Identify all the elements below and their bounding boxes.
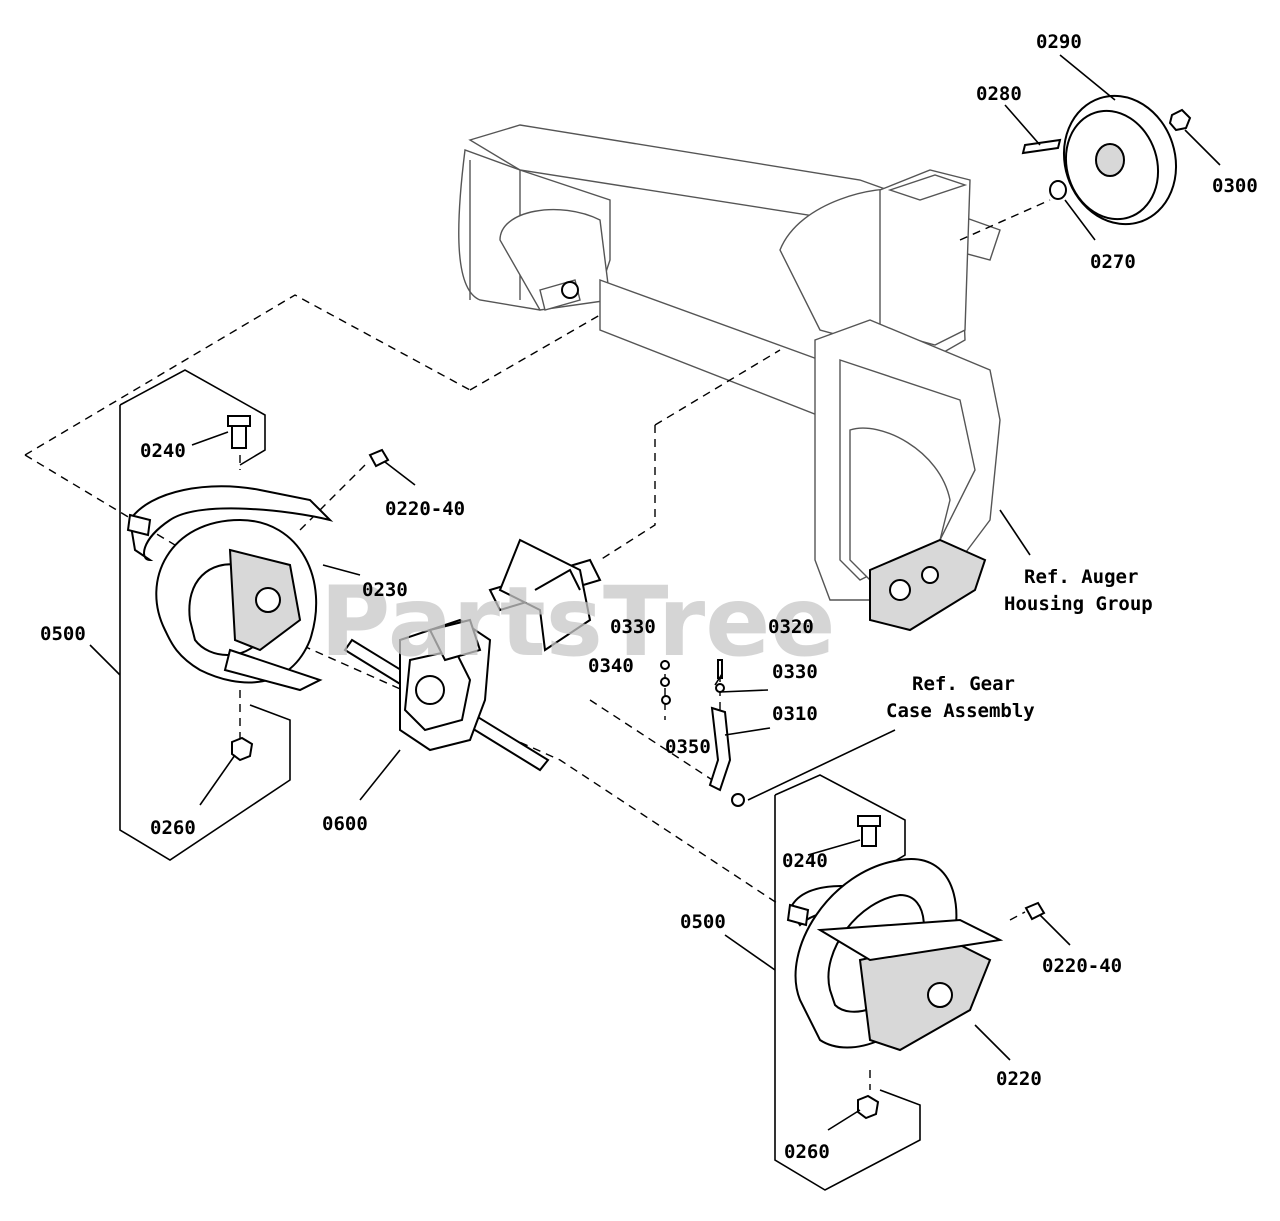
label-0600: 0600: [322, 813, 368, 835]
label-0320: 0320: [768, 616, 814, 638]
leader-lines: [89, 54, 1221, 1131]
ref-gear-case-line1: Ref. Gear: [912, 673, 1015, 695]
label-0330-right: 0330: [772, 661, 818, 683]
label-0500-left: 0500: [40, 623, 86, 645]
right-auger: [786, 858, 1004, 1052]
label-0230: 0230: [362, 579, 408, 601]
ref-auger-housing-line2: Housing Group: [1004, 593, 1153, 615]
small-hardware: [660, 659, 745, 807]
fitting-0220-40-left: [368, 448, 390, 468]
nut-0260-right: [857, 1094, 880, 1120]
label-0240-right: 0240: [782, 850, 828, 872]
label-0220-40-left: 0220-40: [385, 498, 465, 520]
label-0500-right: 0500: [680, 911, 726, 933]
watermark: PartsTree: [320, 566, 835, 678]
label-0260-right: 0260: [784, 1141, 830, 1163]
ref-gear-case-line2: Case Assembly: [886, 700, 1035, 722]
label-0240-left: 0240: [140, 440, 186, 462]
label-0270: 0270: [1090, 251, 1136, 273]
ref-auger-housing-line1: Ref. Auger: [1024, 566, 1138, 588]
left-auger-frame: [119, 369, 291, 861]
label-0330-top: 0330: [610, 616, 656, 638]
label-0310: 0310: [772, 703, 818, 725]
label-0220-40-right: 0220-40: [1042, 955, 1122, 977]
bolt-0240-left: [227, 415, 251, 449]
auger-housing: [458, 124, 1001, 632]
label-0300: 0300: [1212, 175, 1258, 197]
left-auger: [126, 485, 334, 692]
gear-case: [343, 538, 602, 772]
label-0340: 0340: [588, 655, 634, 677]
label-0220: 0220: [996, 1068, 1042, 1090]
pulley-group: [1021, 94, 1192, 226]
label-0350: 0350: [665, 736, 711, 758]
label-0280: 0280: [976, 83, 1022, 105]
nut-0260-left: [231, 736, 254, 762]
label-0260-left: 0260: [150, 817, 196, 839]
fitting-0220-40-right: [1024, 901, 1046, 921]
bolt-0240-right: [857, 815, 881, 847]
label-0290: 0290: [1036, 31, 1082, 53]
